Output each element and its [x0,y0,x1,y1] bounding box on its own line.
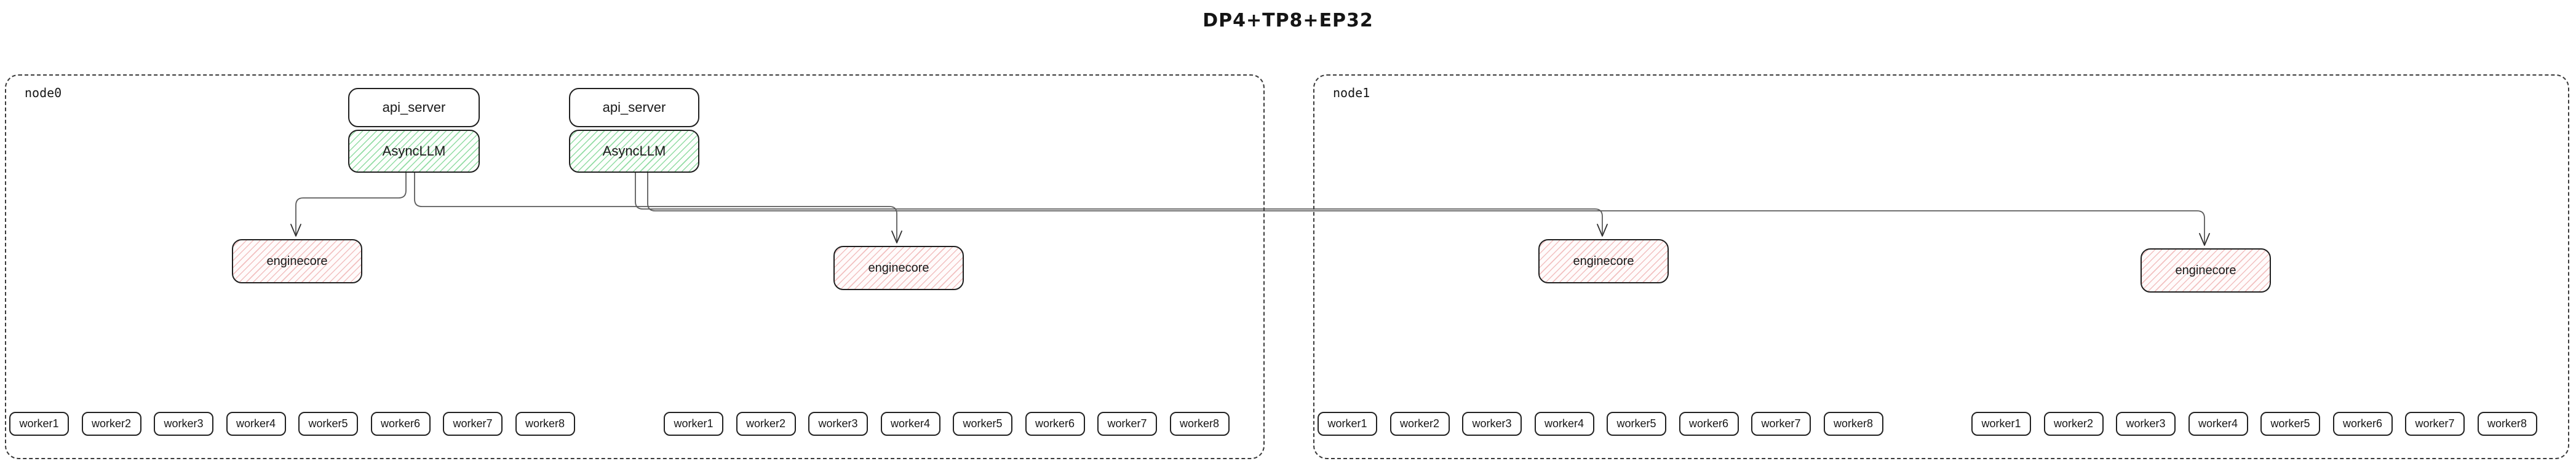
node1-container: node1 enginecore enginecore worker1 work… [1313,74,2569,459]
worker-box: worker1 [1971,412,2031,436]
worker-box: worker7 [1097,412,1157,436]
worker-box: worker3 [2116,412,2176,436]
enginecore-box-4: enginecore [2141,248,2271,293]
worker-box: worker2 [2043,412,2104,436]
worker-box: worker3 [808,412,868,436]
worker-box: worker4 [2188,412,2248,436]
worker-box: worker6 [2332,412,2393,436]
worker-box: worker1 [664,412,723,436]
worker-box: worker8 [1823,412,1883,436]
enginecore-box-2: enginecore [833,246,964,290]
enginecore-box-3: enginecore [1538,239,1669,283]
worker-box: worker4 [1534,412,1594,436]
api-server-box-2: api_server [569,88,699,127]
worker-box: worker2 [1389,412,1450,436]
worker-group-1: worker1 worker2 worker3 worker4 worker5 … [9,412,575,436]
node0-label: node0 [25,85,62,100]
worker-box: worker7 [2405,412,2465,436]
worker-box: worker5 [953,412,1012,436]
worker-box: worker4 [880,412,940,436]
worker-group-2: worker1 worker2 worker3 worker4 worker5 … [664,412,1230,436]
worker-box: worker5 [2260,412,2320,436]
worker-box: worker2 [736,412,796,436]
worker-box: worker5 [298,412,358,436]
worker-box: worker2 [81,412,141,436]
node1-label: node1 [1333,85,1370,100]
worker-group-4: worker1 worker2 worker3 worker4 worker5 … [1971,412,2537,436]
worker-box: worker6 [1679,412,1739,436]
worker-box: worker3 [154,412,213,436]
worker-box: worker8 [515,412,575,436]
worker-box: worker5 [1607,412,1666,436]
worker-box: worker6 [1025,412,1085,436]
worker-group-3: worker1 worker2 worker3 worker4 worker5 … [1318,412,1883,436]
worker-box: worker3 [1462,412,1522,436]
worker-box: worker8 [1169,412,1230,436]
worker-box: worker4 [226,412,286,436]
worker-box: worker7 [1751,412,1811,436]
worker-box: worker8 [2477,412,2537,436]
worker-box: worker7 [443,412,503,436]
api-server-box-1: api_server [348,88,480,127]
async-llm-box-2: AsyncLLM [569,130,699,173]
diagram-title: DP4+TP8+EP32 [1203,10,1373,31]
worker-box: worker1 [9,412,69,436]
worker-box: worker6 [370,412,431,436]
node0-container: node0 api_server AsyncLLM api_server Asy… [5,74,1265,459]
worker-box: worker1 [1318,412,1377,436]
async-llm-box-1: AsyncLLM [348,130,480,173]
enginecore-box-1: enginecore [232,239,362,283]
